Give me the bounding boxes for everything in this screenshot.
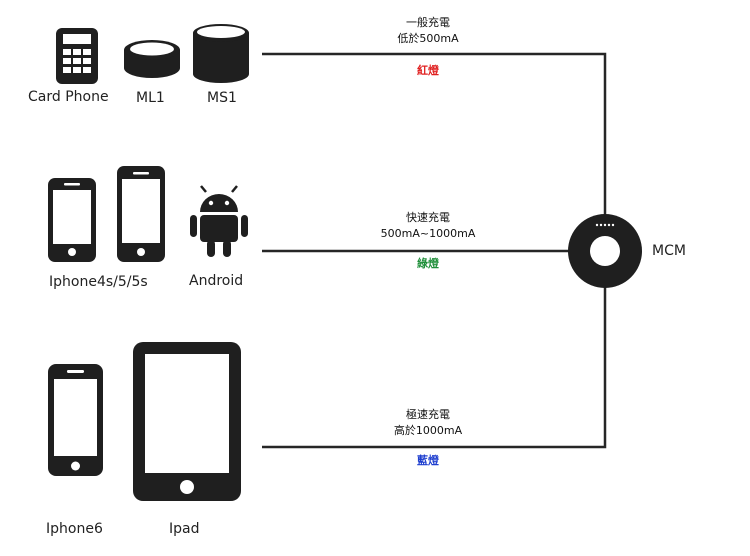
tier-normal-mode: 一般充電 [406,16,450,29]
ms1-label: MS1 [207,90,237,106]
card-phone-icon [56,28,98,84]
iphone4s-icon [48,178,96,262]
line-top [262,52,607,218]
tier-fast: 快速充電 500mA~1000mA [358,210,498,242]
tier-turbo: 極速充電 高於1000mA [358,407,498,439]
ms1-speaker-icon [193,24,249,83]
iphone6-label: Iphone6 [46,521,103,537]
tier-fast-mode: 快速充電 [406,211,450,224]
ipad-icon [133,342,241,501]
iphone5-icon [117,166,165,262]
connector-lines [262,52,607,449]
iphone4s-label: Iphone4s/5/5s [49,274,148,290]
android-label: Android [189,273,244,289]
line-bottom [262,284,607,449]
tier-normal-lamp: 紅燈 [417,64,439,77]
tier-fast-current: 500mA~1000mA [380,227,476,240]
tier-normal-current: 低於500mA [397,32,459,45]
mcm-charger-icon [568,214,642,288]
ml1-speaker-icon [124,40,180,78]
tier-fast-lamp: 綠燈 [417,257,439,270]
tier-turbo-current: 高於1000mA [393,424,463,437]
iphone6-icon [48,364,103,476]
card-phone-label: Card Phone [28,89,109,105]
tier-normal: 一般充電 低於500mA [358,15,498,47]
tier-turbo-lamp: 藍燈 [417,454,439,467]
android-icon [190,185,248,257]
ipad-label: Ipad [169,521,200,537]
tier-turbo-mode: 極速充電 [406,408,450,421]
mcm-label: MCM [652,243,686,259]
ml1-label: ML1 [136,90,165,106]
